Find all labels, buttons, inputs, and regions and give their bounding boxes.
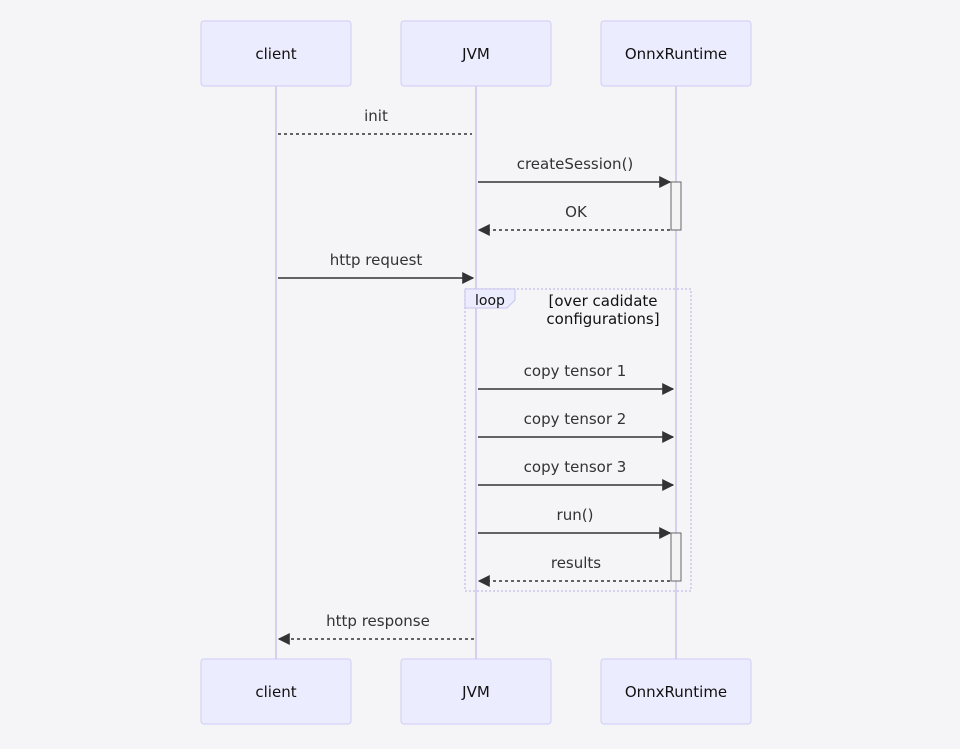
- loop-frame: loop [over cadidate configurations]: [464, 288, 692, 592]
- actor-label: JVM: [461, 45, 490, 63]
- message-label: http request: [330, 251, 423, 269]
- message-init: init: [278, 107, 472, 135]
- message-http-request: http request: [278, 251, 475, 284]
- message-http-response: http response: [277, 612, 474, 645]
- actor-bottom-onnxruntime: OnnxRuntime: [600, 658, 752, 725]
- activation-bar-run: [670, 532, 682, 582]
- message-label: OK: [565, 203, 588, 221]
- actor-bottom-client: client: [200, 658, 352, 725]
- message-copy-tensor-3: copy tensor 3: [478, 458, 675, 491]
- loop-label: loop: [475, 293, 505, 309]
- message-label: run(): [557, 506, 594, 524]
- loop-condition-line2: configurations]: [546, 310, 659, 328]
- actor-label: JVM: [461, 683, 490, 701]
- actor-label: OnnxRuntime: [625, 683, 727, 701]
- message-label: http response: [326, 612, 430, 630]
- message-create-session: createSession(): [478, 155, 672, 188]
- message-label: results: [551, 554, 601, 572]
- message-results: results: [477, 554, 670, 587]
- actor-label: client: [255, 45, 296, 63]
- message-label: init: [364, 107, 388, 125]
- actor-top-client: client: [200, 20, 352, 87]
- actor-label: client: [255, 683, 296, 701]
- actor-top-jvm: JVM: [400, 20, 552, 87]
- actor-top-onnxruntime: OnnxRuntime: [600, 20, 752, 87]
- message-copy-tensor-1: copy tensor 1: [478, 362, 675, 395]
- loop-condition-line1: [over cadidate: [548, 292, 657, 310]
- message-copy-tensor-2: copy tensor 2: [478, 410, 675, 443]
- message-ok: OK: [477, 203, 670, 236]
- message-label: createSession(): [517, 155, 634, 173]
- actor-label: OnnxRuntime: [625, 45, 727, 63]
- message-label: copy tensor 2: [524, 410, 627, 428]
- actor-bottom-jvm: JVM: [400, 658, 552, 725]
- message-label: copy tensor 3: [524, 458, 627, 476]
- message-label: copy tensor 1: [524, 362, 627, 380]
- message-run: run(): [478, 506, 672, 539]
- activation-bar-session: [670, 181, 682, 231]
